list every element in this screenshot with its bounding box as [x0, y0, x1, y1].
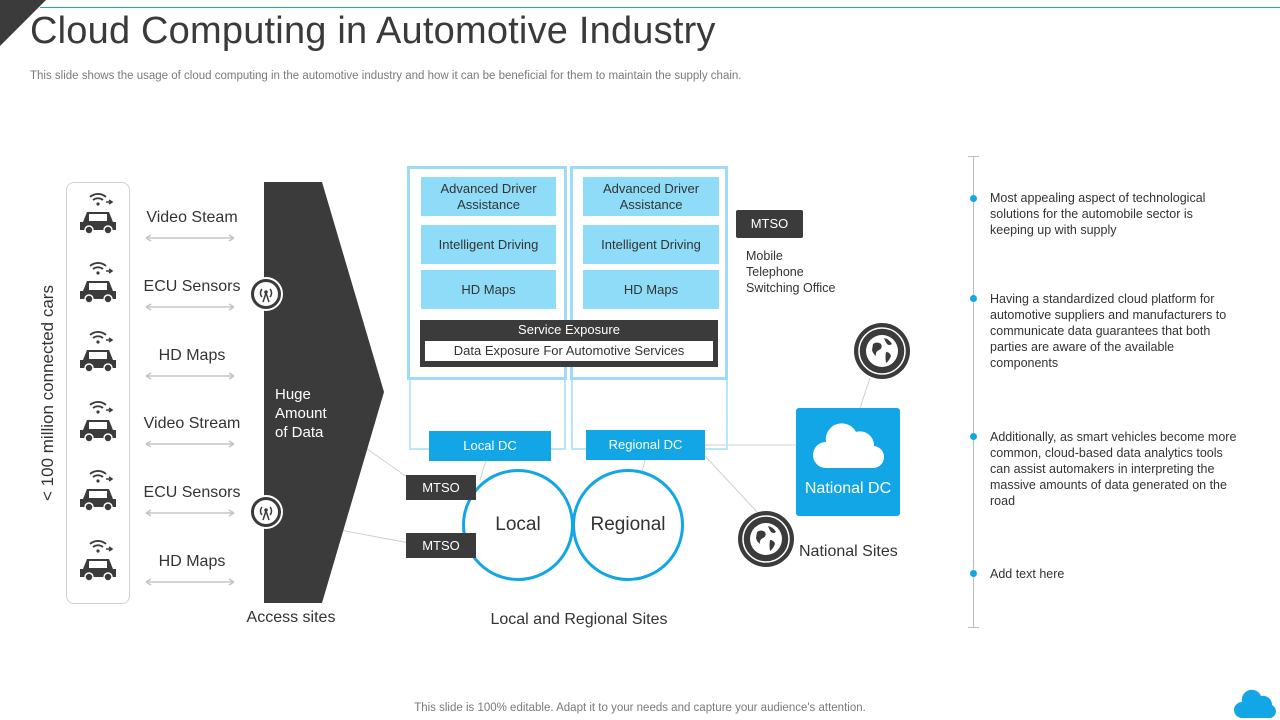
bullet-dot	[970, 195, 977, 202]
bullet-text: Most appealing aspect of technological s…	[990, 191, 1206, 237]
bidirectional-arrow-icon	[145, 578, 235, 586]
bullet-dot	[970, 295, 977, 302]
service-box: Advanced Driver Assistance	[583, 177, 719, 216]
mtso-description-line: Mobile	[746, 249, 783, 263]
header-rule	[40, 7, 1280, 8]
mtso-description-line: Telephone	[746, 265, 804, 279]
connected-cars-label: < 100 million connected cars	[38, 285, 57, 501]
national-dc-box: National DC	[796, 408, 900, 516]
page-title: Cloud Computing in Automotive Industry	[30, 10, 716, 52]
feed-label: ECU Sensors	[143, 484, 241, 501]
connected-car-icon	[80, 401, 116, 443]
globe-icon	[738, 511, 794, 567]
bullet-text: Additionally, as smart vehicles become m…	[990, 430, 1237, 508]
bullet-text: Add text here	[990, 567, 1065, 581]
mtso-description-line: Switching Office	[746, 281, 836, 295]
connected-car-icon	[80, 470, 116, 512]
feed-label: Video Stream	[143, 415, 241, 432]
huge-data-line: Huge	[275, 386, 311, 403]
connected-car-icon	[80, 540, 116, 582]
feed-label: HD Maps	[158, 347, 226, 364]
mtso-tag: MTSO	[406, 475, 476, 500]
bidirectional-arrow-icon	[145, 372, 235, 380]
feed-label: Video Steam	[146, 209, 238, 226]
local-site-ring: Local	[462, 469, 574, 581]
mtso-tag: MTSO	[406, 533, 476, 558]
service-exposure-panel: Service Exposure Data Exposure For Autom…	[420, 320, 718, 367]
globe-icon	[854, 323, 910, 379]
service-box: Intelligent Driving	[421, 225, 556, 264]
access-sites-label: Access sites	[246, 609, 336, 626]
connected-car-icon	[80, 193, 116, 235]
service-box: Advanced Driver Assistance	[421, 177, 556, 216]
huge-data-text: Huge Amount of Data	[275, 385, 327, 442]
huge-data-line: Amount	[275, 405, 327, 422]
page-subtitle: This slide shows the usage of cloud comp…	[30, 70, 742, 82]
cloud-icon	[1234, 689, 1276, 718]
connected-car-icon	[80, 331, 116, 373]
bidirectional-arrow-icon	[145, 440, 235, 448]
regional-site-ring: Regional	[572, 469, 684, 581]
connected-car-icon	[80, 262, 116, 304]
national-sites-label: National Sites	[799, 543, 898, 560]
service-exposure-title: Service Exposure	[518, 322, 620, 337]
bullet-dot	[970, 433, 977, 440]
bidirectional-arrow-icon	[145, 509, 235, 517]
bidirectional-arrow-icon	[145, 303, 235, 311]
timeline-tick	[968, 627, 979, 628]
connected-cars-panel	[66, 182, 130, 604]
corner-accent	[0, 0, 46, 46]
feed-label: HD Maps	[158, 553, 226, 570]
service-box: HD Maps	[583, 270, 719, 309]
timeline-tick	[968, 156, 979, 157]
bullet-dot	[970, 570, 977, 577]
regional-dc-badge: Regional DC	[586, 430, 705, 460]
cloud-icon	[813, 423, 885, 469]
service-box: Intelligent Driving	[583, 225, 719, 264]
service-box: HD Maps	[421, 270, 556, 309]
local-regional-sites-label: Local and Regional Sites	[490, 611, 668, 628]
antenna-icon	[249, 495, 283, 529]
access-sites-funnel	[264, 182, 384, 603]
national-dc-label: National DC	[804, 480, 892, 497]
huge-data-line: of Data	[275, 424, 324, 441]
antenna-icon	[249, 277, 283, 311]
local-dc-badge: Local DC	[429, 431, 551, 461]
timeline-rule	[973, 156, 974, 628]
bullet-text: Having a standardized cloud platform for…	[990, 292, 1227, 370]
feed-label: ECU Sensors	[143, 278, 241, 295]
mtso-tag: MTSO	[736, 210, 803, 238]
data-exposure-label: Data Exposure For Automotive Services	[425, 341, 713, 361]
bidirectional-arrow-icon	[145, 234, 235, 242]
mtso-description: Mobile Telephone Switching Office	[746, 248, 835, 296]
footer-note: This slide is 100% editable. Adapt it to…	[414, 702, 866, 714]
